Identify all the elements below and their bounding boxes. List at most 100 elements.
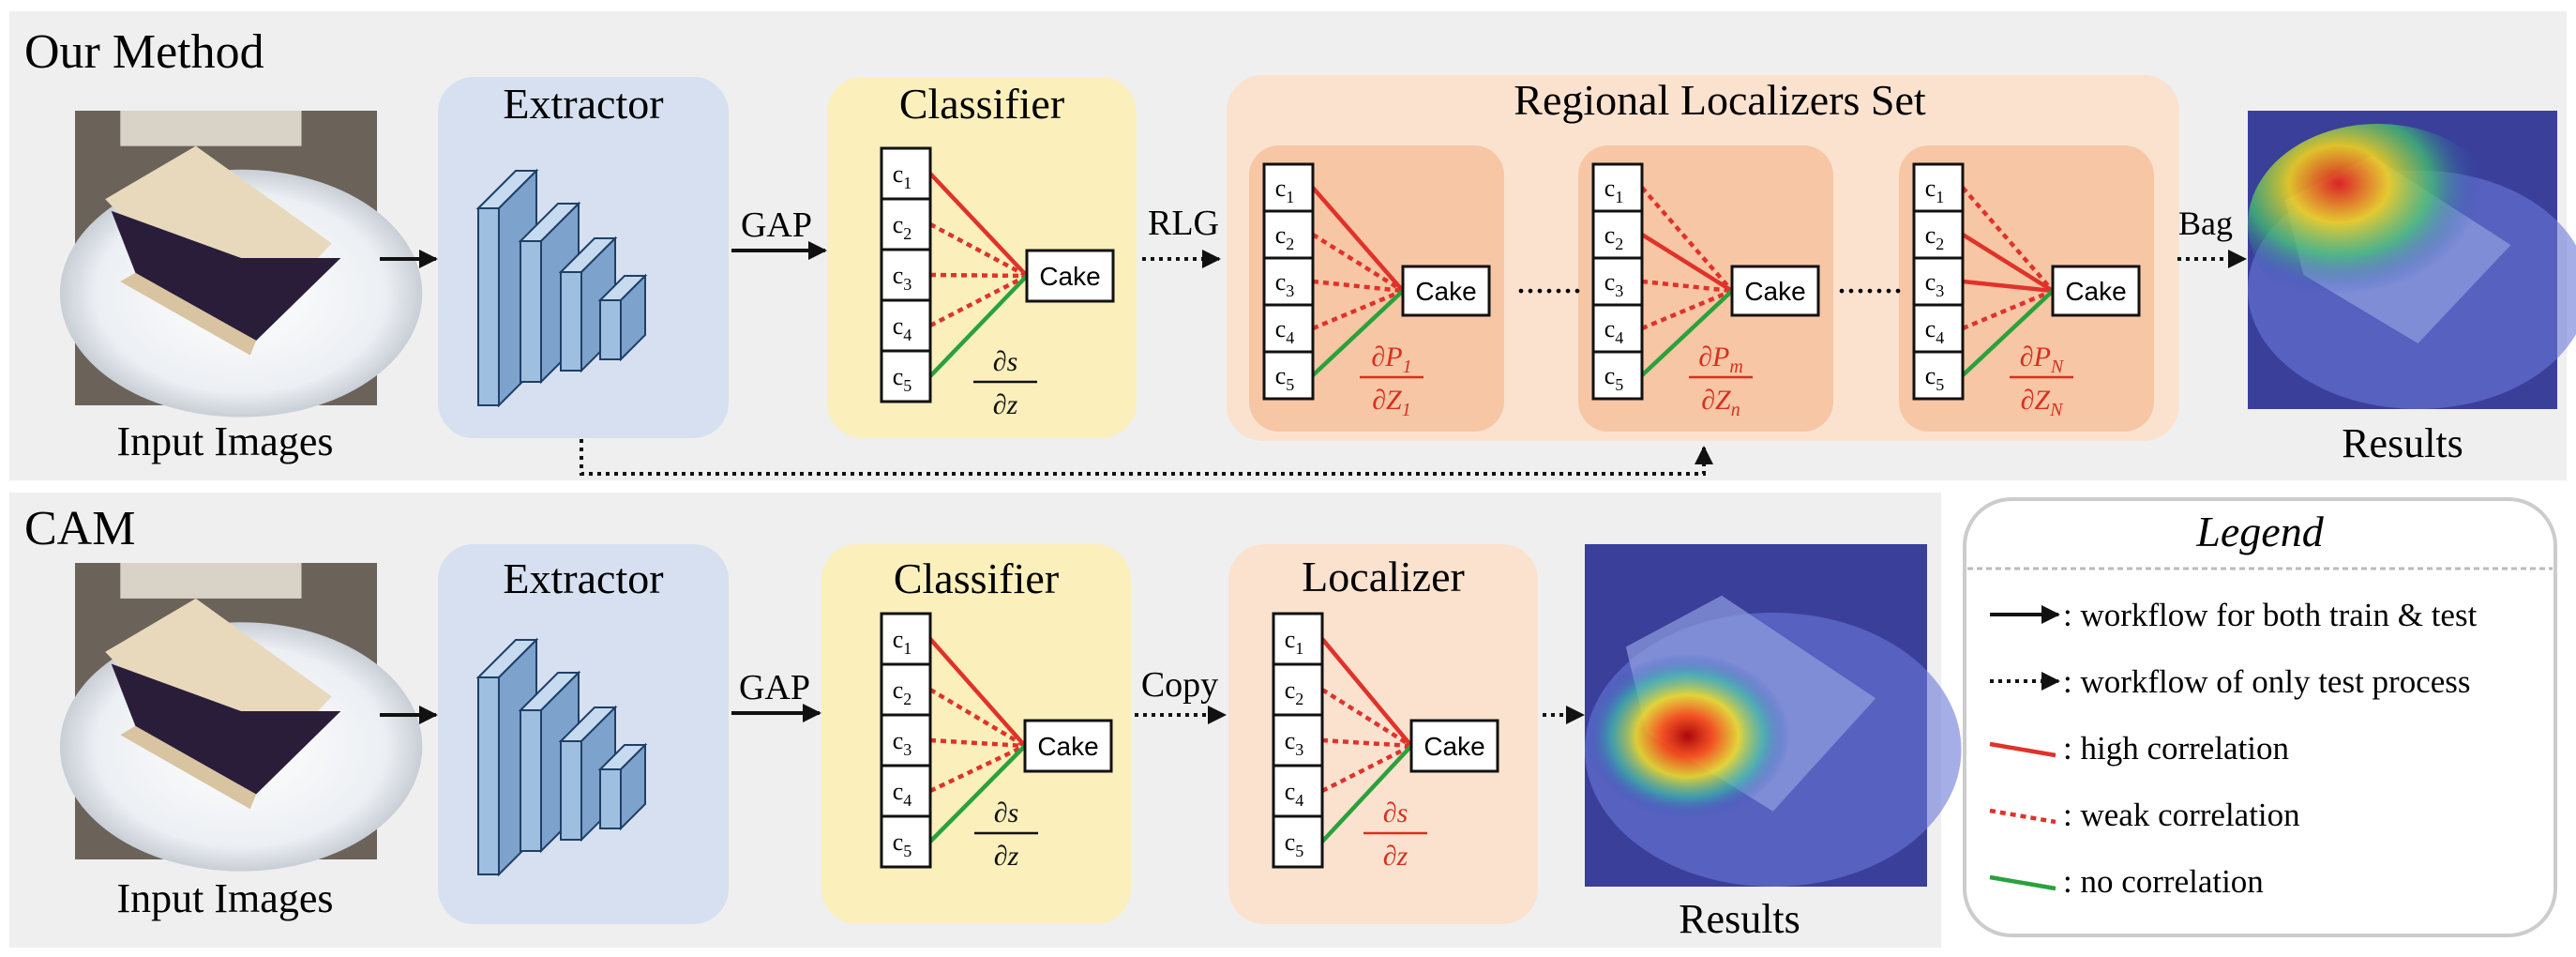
formula-numerator: ∂PN <box>2020 342 2065 377</box>
copy-label: Copy <box>1141 665 1218 705</box>
output-box <box>1409 719 1499 773</box>
output-label: Cake <box>1039 262 1100 291</box>
neuron-label: c4 <box>1285 778 1304 810</box>
connection-weak <box>928 222 1029 278</box>
output-label: Cake <box>1744 277 1805 306</box>
legend-line-none <box>1989 874 2056 891</box>
legend-line-high <box>1989 741 2056 758</box>
neuron-label: c1 <box>893 160 912 192</box>
connection-none <box>1640 289 1734 377</box>
classifier-title-bottom: Classifier <box>894 554 1059 602</box>
neuron-cell <box>1912 350 1965 401</box>
neuron-label: c3 <box>1275 268 1295 300</box>
legend-text: : workflow of only test process <box>2063 663 2471 700</box>
neuron-label: c3 <box>893 262 912 294</box>
connection-none <box>1961 289 2055 377</box>
neuron-cell <box>1591 303 1644 354</box>
output-label: Cake <box>1424 732 1484 761</box>
gradient-formula: ∂s∂z <box>1363 798 1427 872</box>
connection-high <box>1961 233 2055 293</box>
neuron-label: c2 <box>1925 221 1945 253</box>
cuboid-front <box>599 768 622 829</box>
neuron-label: c5 <box>1285 828 1304 860</box>
neuron-cell <box>880 814 932 869</box>
neuron-cell <box>1272 713 1324 767</box>
extractor-title-bottom: Extractor <box>503 554 663 602</box>
connection-weak <box>1312 279 1404 294</box>
neuron-cell <box>880 612 932 666</box>
neuron-label: c3 <box>1604 268 1624 300</box>
classifier-title-top: Classifier <box>899 80 1064 128</box>
formula-denominator: ∂z <box>994 841 1019 872</box>
legend-item-none: : no correlation <box>1989 863 2264 900</box>
cuboid-front <box>560 740 582 841</box>
output-label: Cake <box>2065 277 2126 306</box>
formula-numerator: ∂s <box>993 346 1018 377</box>
neuron-cell <box>880 713 932 767</box>
neuron-label: c4 <box>1925 315 1945 347</box>
legend-text: : workflow for both train & test <box>2063 597 2478 633</box>
extractor-cuboids-top <box>475 168 648 408</box>
legend-item-weak: : weak correlation <box>1989 797 2300 833</box>
legend-text: : weak correlation <box>2063 797 2300 833</box>
formula-denominator: ∂Zn <box>1701 385 1740 420</box>
gradient-formula: ∂Pm∂Zn <box>1689 342 1753 420</box>
output-box <box>1401 265 1491 317</box>
cuboid-front <box>520 709 542 852</box>
results-caption-bottom: Results <box>1679 896 1800 942</box>
bag-label: Bag <box>2178 205 2233 242</box>
gradient-formula: ∂s ∂z <box>974 798 1038 872</box>
neuron-cell <box>1262 303 1315 354</box>
connection-none <box>1320 744 1413 843</box>
extractor-title-top: Extractor <box>503 80 663 128</box>
gap-label-bottom: GAP <box>739 668 810 707</box>
connection-weak <box>1320 688 1413 748</box>
legend-text: : high correlation <box>2063 730 2289 767</box>
results-heatmap-top <box>2248 111 2576 409</box>
neuron-label: c4 <box>893 778 912 810</box>
neuron-label: c1 <box>1925 175 1945 206</box>
output-box <box>1025 249 1115 303</box>
formula-numerator: ∂P1 <box>1371 342 1411 377</box>
neuron-label: c5 <box>893 828 912 860</box>
connection-weak <box>1320 743 1413 794</box>
extractor-cuboids-bottom <box>475 637 648 877</box>
formula-numerator: ∂s <box>994 798 1019 828</box>
connection-weak <box>1311 233 1405 293</box>
cuboid-front <box>477 676 500 875</box>
results-heatmap-bottom <box>1585 544 1962 887</box>
neuron-label: c5 <box>893 363 912 395</box>
connection-weak <box>1961 186 2055 293</box>
legend-title: Legend <box>2195 508 2324 555</box>
heatmap-hotspot <box>2248 123 2508 325</box>
connection-none <box>928 744 1027 843</box>
neuron-label: c1 <box>1285 626 1304 658</box>
pie-bottom-crust <box>120 272 257 356</box>
neuron-cell <box>1272 814 1324 869</box>
gradient-formula: ∂PN∂ZN <box>2010 342 2073 420</box>
cam-title: CAM <box>24 502 135 555</box>
neuron-label: c3 <box>893 727 912 759</box>
neuron-label: c2 <box>1285 676 1304 708</box>
formula-denominator: ∂z <box>993 389 1018 420</box>
neuron-label: c1 <box>1275 175 1295 206</box>
legend-item-solid-arrow: : workflow for both train & test <box>1990 597 2478 633</box>
output-label: Cake <box>1415 277 1476 306</box>
connection-high <box>1320 637 1413 748</box>
neuron-cell <box>1272 612 1324 666</box>
legend-box <box>1963 497 2557 937</box>
neuron-cell <box>880 349 932 403</box>
neuron-label: c5 <box>1275 362 1295 394</box>
heatmap-hotspot <box>1585 653 1790 819</box>
dotted-feature-link-to-set <box>580 439 1713 476</box>
formula-denominator: ∂z <box>1383 841 1409 872</box>
input-caption-top: Input Images <box>117 418 334 464</box>
connection-weak <box>1641 279 1733 294</box>
neuron-label: c2 <box>1275 221 1295 253</box>
output-label: Cake <box>1037 732 1098 761</box>
connection-weak <box>1321 737 1412 749</box>
gradient-formula: ∂P1∂Z1 <box>1360 342 1424 420</box>
